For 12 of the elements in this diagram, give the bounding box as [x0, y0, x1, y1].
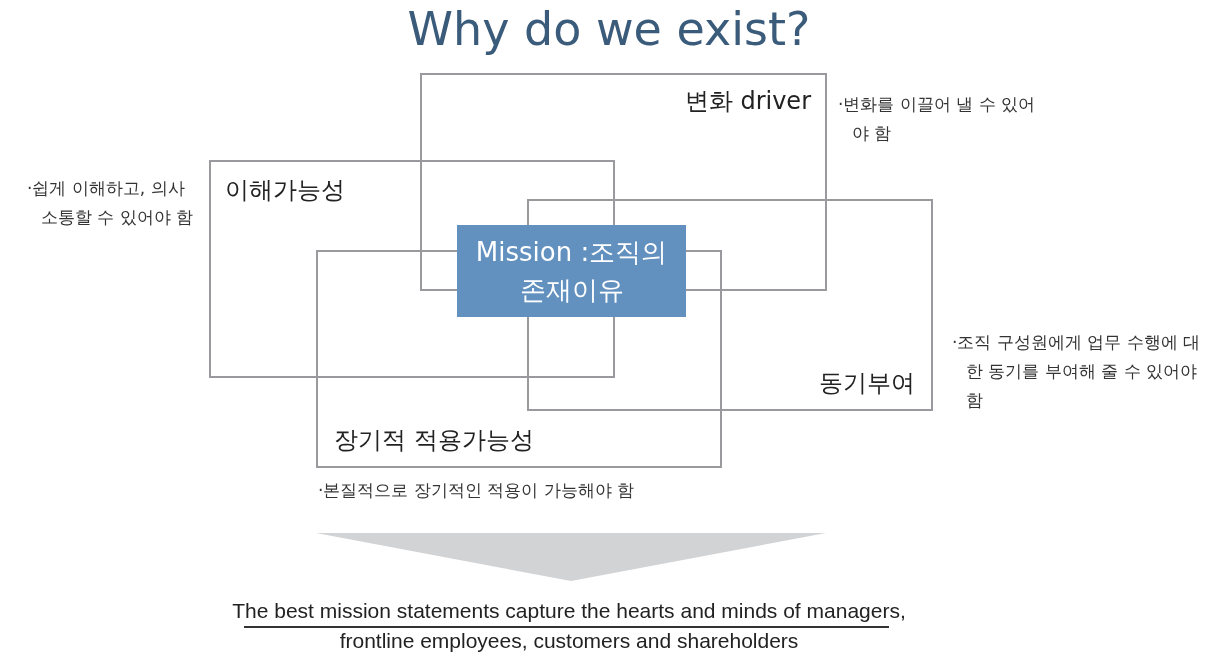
category-label: 변화 driver: [684, 86, 811, 117]
note-text: ·변화를 이끌어 낼 수 있어야 함: [838, 93, 1037, 145]
note-text: ·본질적으로 장기적인 적용이 가능해야 함: [318, 479, 636, 502]
category-label: 이해가능성: [225, 175, 345, 206]
note-text: ·조직 구성원에게 업무 수행에 대한 동기를 부여해 줄 수 있어야 함: [952, 331, 1202, 412]
mission-box: Mission :조직의 존재이유: [457, 225, 686, 317]
title: Why do we exist?: [406, 2, 812, 56]
conclusion-text: The best mission statements capture the hearts and minds of managers, frontline employees, customers and shareholders: [229, 596, 909, 655]
chevron-arrow: [316, 533, 826, 581]
category-label: 동기부여: [819, 368, 915, 399]
note-text: ·쉽게 이해하고, 의사소통할 수 있어야 함: [27, 177, 195, 229]
category-label: 장기적 적용가능성: [334, 425, 534, 456]
